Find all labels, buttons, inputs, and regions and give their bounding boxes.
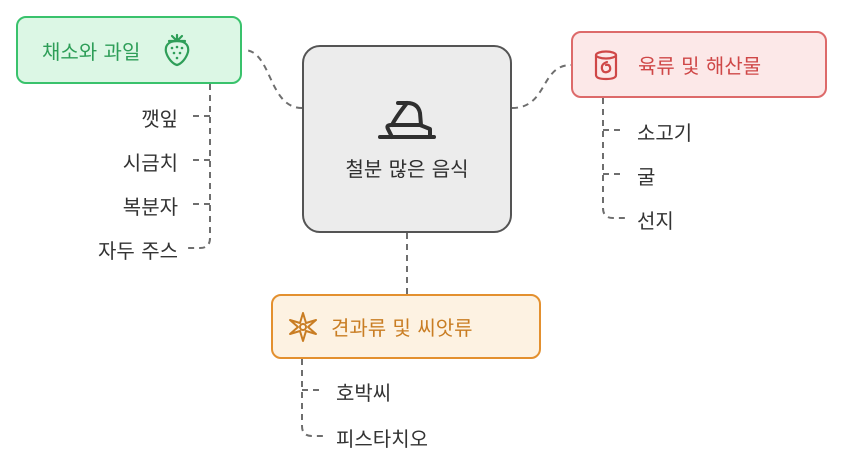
jar-icon <box>591 49 621 81</box>
leaf-vegetable: 깻잎 <box>141 107 178 131</box>
leaf-nut: 호박씨 <box>336 381 392 405</box>
branch-vegetables: 채소와 과일 <box>16 16 242 84</box>
anvil-icon <box>374 95 440 149</box>
branch-meat-label: 육류 및 해산물 <box>638 54 762 78</box>
star-anise-icon <box>287 311 319 343</box>
connector-meat-trunk <box>602 98 625 219</box>
branch-vegetables-label: 채소와 과일 <box>42 39 141 64</box>
connector-center-vegetables <box>243 49 303 109</box>
leaf-meat: 선지 <box>637 209 674 233</box>
connector-center-meat <box>511 64 572 109</box>
branch-nuts-label: 견과류 및 씨앗류 <box>331 316 473 340</box>
center-title: 철분 많은 음식 <box>345 157 469 181</box>
leaf-meat: 굴 <box>637 165 656 189</box>
connector-veg-trunk <box>188 84 211 249</box>
leaf-nut: 피스타치오 <box>336 427 428 451</box>
center-node: 철분 많은 음식 <box>302 45 512 233</box>
leaf-vegetable: 시금치 <box>122 151 178 175</box>
strawberry-icon <box>162 33 192 67</box>
branch-nuts: 견과류 및 씨앗류 <box>271 294 541 359</box>
connector-nuts-trunk <box>301 359 324 437</box>
leaf-vegetable: 복분자 <box>122 195 178 219</box>
leaf-meat: 소고기 <box>637 121 693 145</box>
branch-meat: 육류 및 해산물 <box>571 31 827 98</box>
leaf-vegetable: 자두 주스 <box>98 239 178 263</box>
